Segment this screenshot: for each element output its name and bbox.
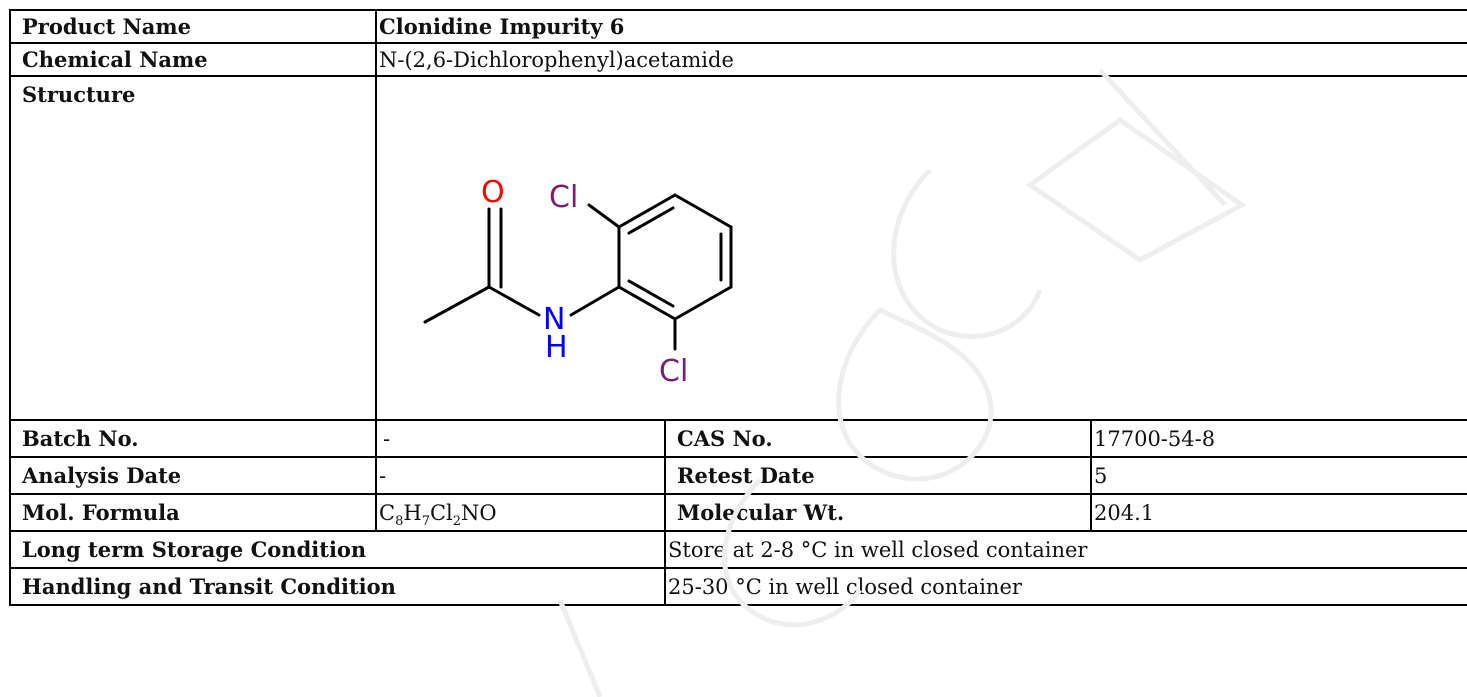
row-handling-transit: Handling and Transit Condition 25-30 °C … [9,567,1467,606]
retest-date-value: 5 [1089,456,1467,495]
bond [569,285,621,317]
formula-subscript: 7 [421,513,430,529]
bond [617,193,677,229]
product-info-table: Product Name Clonidine Impurity 6 Chemic… [9,9,1467,606]
analysis-date-label: Analysis Date [9,456,377,495]
structure-label: Structure [22,82,136,107]
atom-cl-bottom: Cl [659,354,688,389]
product-name-value: Clonidine Impurity 6 [374,9,1467,44]
molecular-wt-value: 204.1 [1089,493,1467,532]
formula-element: H [403,500,422,525]
structure-label-cell: Structure [9,75,377,421]
chemical-structure-image: Cl O N H Cl [423,175,733,389]
row-batch-cas: Batch No. - CAS No. 17700-54-8 [9,419,1467,458]
atom-nitrogen: N [543,302,565,337]
formula-element: Cl [429,500,453,525]
coa-sheet: Product Name Clonidine Impurity 6 Chemic… [9,9,1467,697]
row-chemical-name: Chemical Name N-(2,6-Dichlorophenyl)acet… [9,42,1467,77]
retest-date-label: Retest Date [664,456,1092,495]
atom-cl-top: Cl [549,180,578,215]
product-name-label: Product Name [9,9,377,44]
bond [587,203,621,229]
structure-cell: Cl O N H Cl [374,75,1467,421]
structure-bonds [423,193,733,351]
cas-no-value: 17700-54-8 [1089,419,1467,458]
batch-no-value: - [375,419,666,458]
row-analysis-retest: Analysis Date - Retest Date 5 [9,456,1467,495]
row-structure: Structure [9,75,1467,421]
bond [617,285,677,321]
long-term-storage-label: Long term Storage Condition [9,530,666,569]
analysis-date-value: - [375,456,666,495]
row-product-name: Product Name Clonidine Impurity 6 [9,9,1467,44]
chemical-name-value: N-(2,6-Dichlorophenyl)acetamide [374,42,1467,77]
mol-formula-value: C8H7Cl2NO [375,493,666,532]
row-formula-weight: Mol. Formula C8H7Cl2NO Molecular Wt. 204… [9,493,1467,532]
bond [423,285,491,324]
atom-hydrogen: H [545,330,568,365]
handling-transit-value: 25-30 °C in well closed container [663,567,1467,606]
long-term-storage-value: Store at 2-8 °C in well closed container [663,530,1467,569]
chemical-name-label: Chemical Name [9,42,377,77]
bond [673,193,733,229]
molecular-wt-label: Molecular Wt. [664,493,1092,532]
handling-transit-label: Handling and Transit Condition [9,567,666,606]
atom-oxygen: O [481,175,505,210]
batch-no-label: Batch No. [9,419,377,458]
formula-subscript: 2 [452,513,462,529]
bond [487,285,541,317]
bond [673,285,733,321]
formula-element: C [379,500,396,525]
row-long-term-storage: Long term Storage Condition Store at 2-8… [9,530,1467,569]
formula-subscript: 8 [395,513,404,529]
bond [627,206,675,235]
formula-element: NO [461,500,497,525]
cas-no-label: CAS No. [664,419,1092,458]
bond [627,279,675,308]
mol-formula-label: Mol. Formula [9,493,377,532]
